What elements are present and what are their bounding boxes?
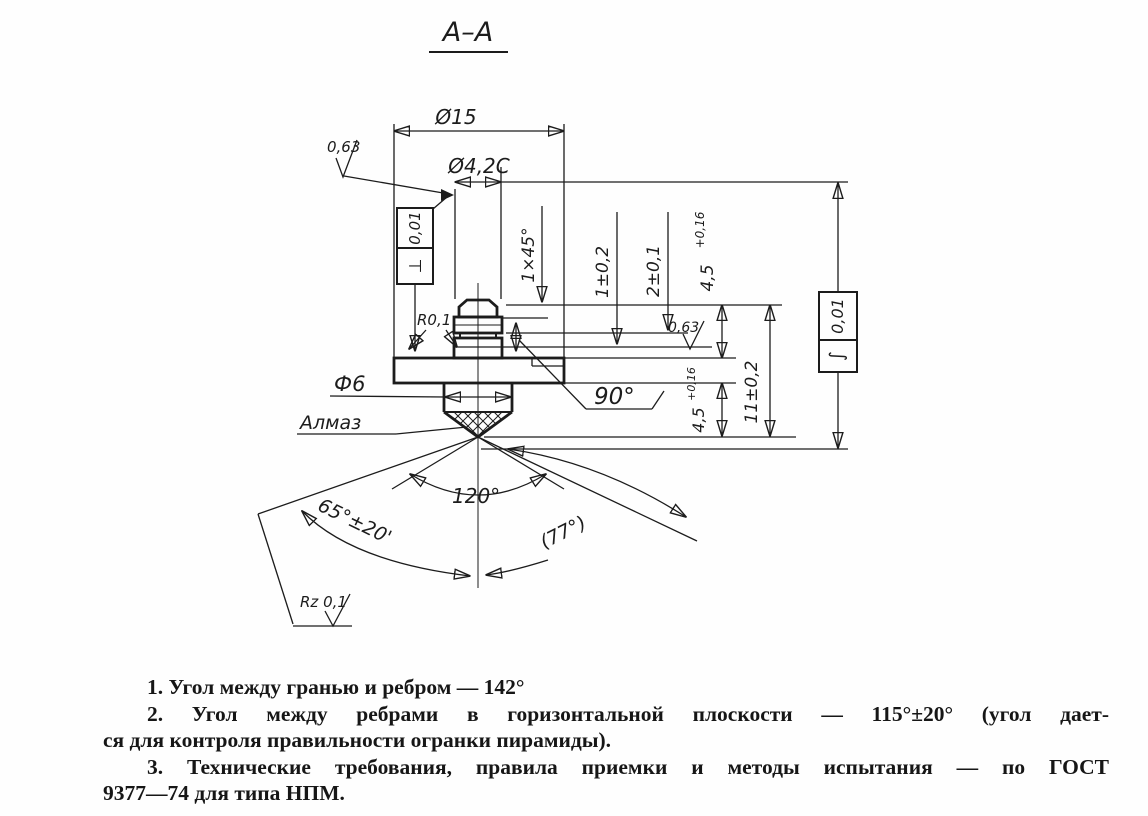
runout-frame-value: 0,01 <box>828 298 847 334</box>
roughness-check-icon <box>682 320 705 351</box>
roughness-mark-mid: 0,63 <box>668 320 705 351</box>
dim-2: 2±0,1 <box>644 212 668 330</box>
dim-label-d42: Ø4,2C <box>447 154 510 178</box>
dim-label-45l: 4,5 <box>689 407 708 432</box>
roughness-mark-rz: Rz 0,1 <box>300 593 351 628</box>
perpendicularity-tolerance-frame: 0,01 ⊥ <box>396 207 434 351</box>
note-line: 9377—74 для типа НПМ. <box>103 781 345 805</box>
dim-label-2: 2±0,1 <box>644 245 664 297</box>
dim-diameter-15: Ø15 <box>394 105 564 131</box>
dim-120: 120° <box>452 484 500 508</box>
extension-lines <box>393 124 848 450</box>
perpendicularity-icon: ⊥ <box>406 259 426 274</box>
perp-frame-value: 0,01 <box>406 211 424 244</box>
roughness-top-value: 0,63 <box>327 138 360 156</box>
runout-icon: ∫ <box>826 351 848 361</box>
tip-angle-construction <box>257 436 698 627</box>
dim-diameter-4-2: Ø4,2C <box>447 154 848 182</box>
dim-label-65: 65°±20' <box>314 494 395 548</box>
dim-label-120: 120° <box>452 484 500 508</box>
dim-45-lower: 4,5 +0,16 <box>685 367 722 436</box>
dim-label-d15: Ø15 <box>434 105 476 129</box>
dim-45-upper: 4,5 +0,16 <box>693 211 722 358</box>
dim-65: 65°±20' <box>314 494 395 548</box>
roughness-rz-value: Rz 0,1 <box>300 593 347 611</box>
roughness-check-icon <box>324 593 351 628</box>
dim-radius-r01: R0,1 <box>409 311 457 349</box>
technical-notes: 1. Угол между гранью и ребром — 142° 2. … <box>103 674 1109 807</box>
dim-90-callout: 90° <box>516 323 665 410</box>
dim-label-1: 1±0,2 <box>593 246 613 298</box>
section-title: A–A <box>429 17 508 53</box>
note-line: 2. Угол между ребрами в горизонтальной п… <box>147 701 1109 726</box>
runout-tolerance-frame: 0,01 ∫ <box>818 183 858 448</box>
technical-drawing: A–A <box>257 17 858 628</box>
note-line: 3. Технические требования, правила прием… <box>147 754 1109 779</box>
dim-77: (77°) <box>537 512 590 554</box>
roughness-check-icon <box>335 139 358 179</box>
note-line: ся для контроля правильности огранки пир… <box>103 728 612 752</box>
dim-label-45u-tol: +0,16 <box>693 211 707 248</box>
dim-label-r01: R0,1 <box>417 311 451 329</box>
dim-label-11: 11±0,2 <box>742 361 762 424</box>
dim-label-chamfer: 1×45° <box>519 227 539 282</box>
dim-1: 1±0,2 <box>593 212 617 344</box>
note-line: 1. Угол между гранью и ребром — 142° <box>147 675 525 699</box>
leader-arrow-icon <box>441 189 454 201</box>
dim-label-77: (77°) <box>537 512 590 554</box>
dim-label-d6: Ф6 <box>334 372 365 396</box>
roughness-mark-top: 0,63 <box>327 138 454 210</box>
dim-chamfer: 1×45° <box>519 206 542 302</box>
section-title-label: A–A <box>441 17 493 48</box>
dim-diameter-6: Ф6 <box>329 372 511 397</box>
dim-11: 11±0,2 <box>742 305 770 436</box>
roughness-mid-value: 0,63 <box>668 320 699 336</box>
dim-label-90: 90° <box>594 384 635 410</box>
dim-label-45u: 4,5 <box>698 264 718 291</box>
diamond-label: Алмаз <box>298 412 361 434</box>
dim-label-45l-tol: +0,16 <box>685 367 698 401</box>
diamond-callout: Алмаз <box>297 412 468 435</box>
